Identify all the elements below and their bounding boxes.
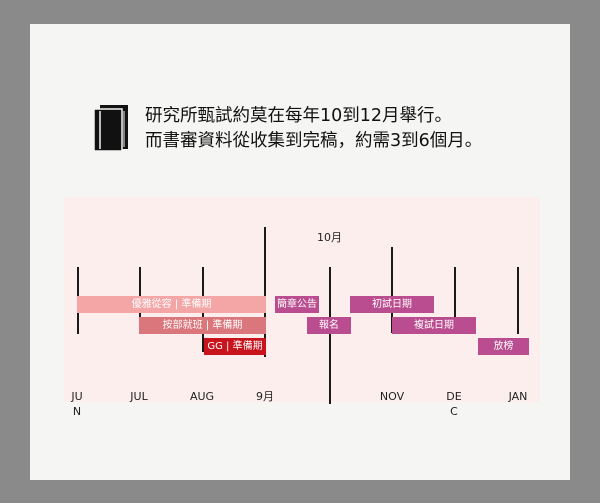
- bar-results: 放榜: [478, 338, 529, 355]
- heading-line-2: 而書審資料從收集到完稿，約需3到6個月。: [145, 131, 483, 151]
- month-label-dec: DE C: [446, 390, 462, 418]
- timeline-top-label: 10月: [317, 231, 342, 244]
- bar-registration: 報名: [307, 317, 351, 334]
- month-line-dec: [454, 267, 456, 334]
- month-label-nov: NOV: [379, 390, 405, 403]
- month-label-jul: JUL: [130, 390, 148, 403]
- month-label-jun: JU N: [71, 390, 83, 418]
- month-label-sep: 9月: [256, 390, 274, 403]
- bar-steady-prep: 按部就班 | 準備期: [139, 317, 266, 334]
- card: 研究所甄試約莫在每年10到12月舉行。 而書審資料從收集到完稿，約需3到6個月。…: [30, 24, 570, 480]
- month-line-sep: [264, 227, 266, 357]
- bar-first-exam: 初試日期: [350, 296, 434, 313]
- bar-announcement: 簡章公告: [275, 296, 319, 313]
- month-label-jan: JAN: [508, 390, 528, 403]
- month-line-jan: [517, 267, 519, 334]
- bar-second-exam: 複試日期: [392, 317, 476, 334]
- month-label-aug: AUG: [189, 390, 215, 403]
- heading: 研究所甄試約莫在每年10到12月舉行。 而書審資料從收集到完稿，約需3到6個月。: [145, 104, 482, 154]
- book-icon: [92, 103, 136, 153]
- month-line-oct: [329, 267, 331, 404]
- heading-line-1: 研究所甄試約莫在每年10到12月舉行。: [145, 106, 453, 126]
- timeline: 10月 優雅從容 | 準備期 按部就班 | 準備期 GG | 準備期 簡章公告 …: [64, 197, 540, 418]
- bar-relaxed-prep: 優雅從容 | 準備期: [77, 296, 266, 313]
- bar-gg-prep: GG | 準備期: [204, 338, 266, 355]
- month-line-nov: [391, 247, 393, 333]
